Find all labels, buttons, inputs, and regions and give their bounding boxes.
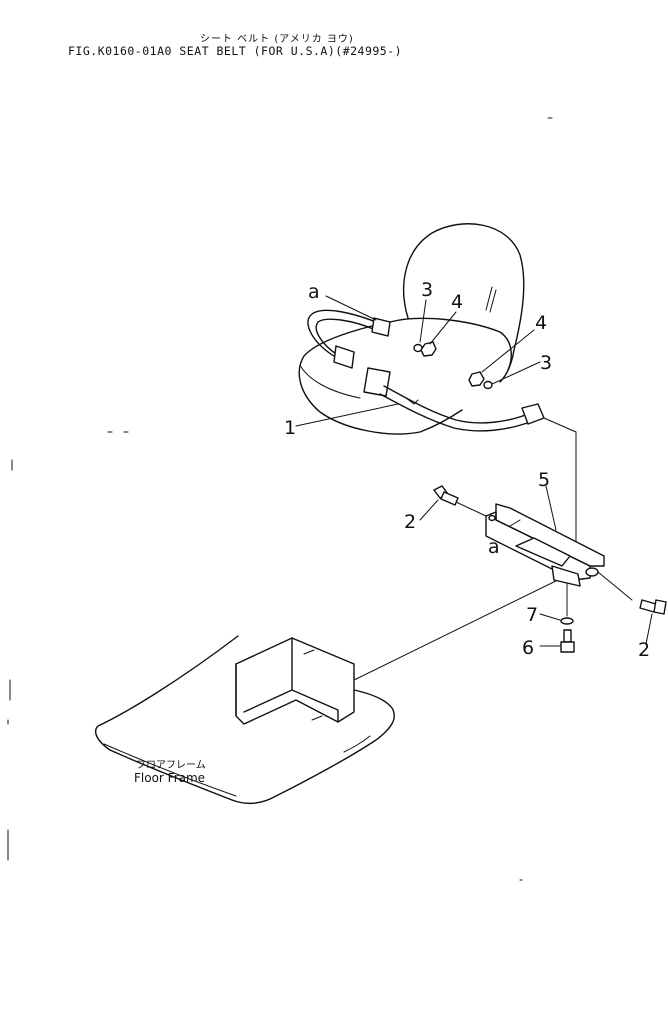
callout-3-right: 3 <box>540 352 552 374</box>
floor-frame-label-jp: フロアフレーム <box>136 759 206 771</box>
callout-4-right: 4 <box>535 312 547 334</box>
bolt-left <box>433 485 459 506</box>
assembly-guide-lines <box>349 417 633 683</box>
callout-labels: a 3 4 4 3 1 5 2 a 7 6 2 <box>284 279 650 661</box>
floor-frame-label: フロアフレーム Floor Frame <box>134 759 206 785</box>
seat-outline <box>298 223 525 435</box>
title-japanese: シート ベルト (アメリカ ヨウ) <box>200 34 354 45</box>
callout-3-left: 3 <box>421 279 433 301</box>
figure-title: FIG.K0160-01A0 SEAT BELT (FOR U.S.A)(#24… <box>68 44 402 58</box>
callout-5: 5 <box>538 469 550 491</box>
callout-6: 6 <box>522 637 534 659</box>
callout-4-left: 4 <box>451 291 463 313</box>
floor-frame-label-en: Floor Frame <box>134 771 205 785</box>
figure-caption: SEAT BELT (FOR U.S.A)(#24995-) <box>179 44 403 58</box>
callout-a-seat: a <box>308 281 320 303</box>
scan-noise <box>7 117 553 881</box>
bracket <box>485 503 605 587</box>
figure-number: FIG.K0160-01A0 <box>68 44 172 58</box>
callout-a-bracket: a <box>488 536 500 558</box>
hardware-lower <box>560 617 575 653</box>
callout-2-right: 2 <box>638 639 650 661</box>
hardware-upper <box>413 341 493 390</box>
floor-frame-plate <box>94 635 395 805</box>
bolt-right <box>639 599 667 615</box>
callout-leaders <box>295 295 653 647</box>
callout-1: 1 <box>284 417 296 439</box>
callout-7: 7 <box>526 604 538 626</box>
callout-2-left: 2 <box>404 511 416 533</box>
